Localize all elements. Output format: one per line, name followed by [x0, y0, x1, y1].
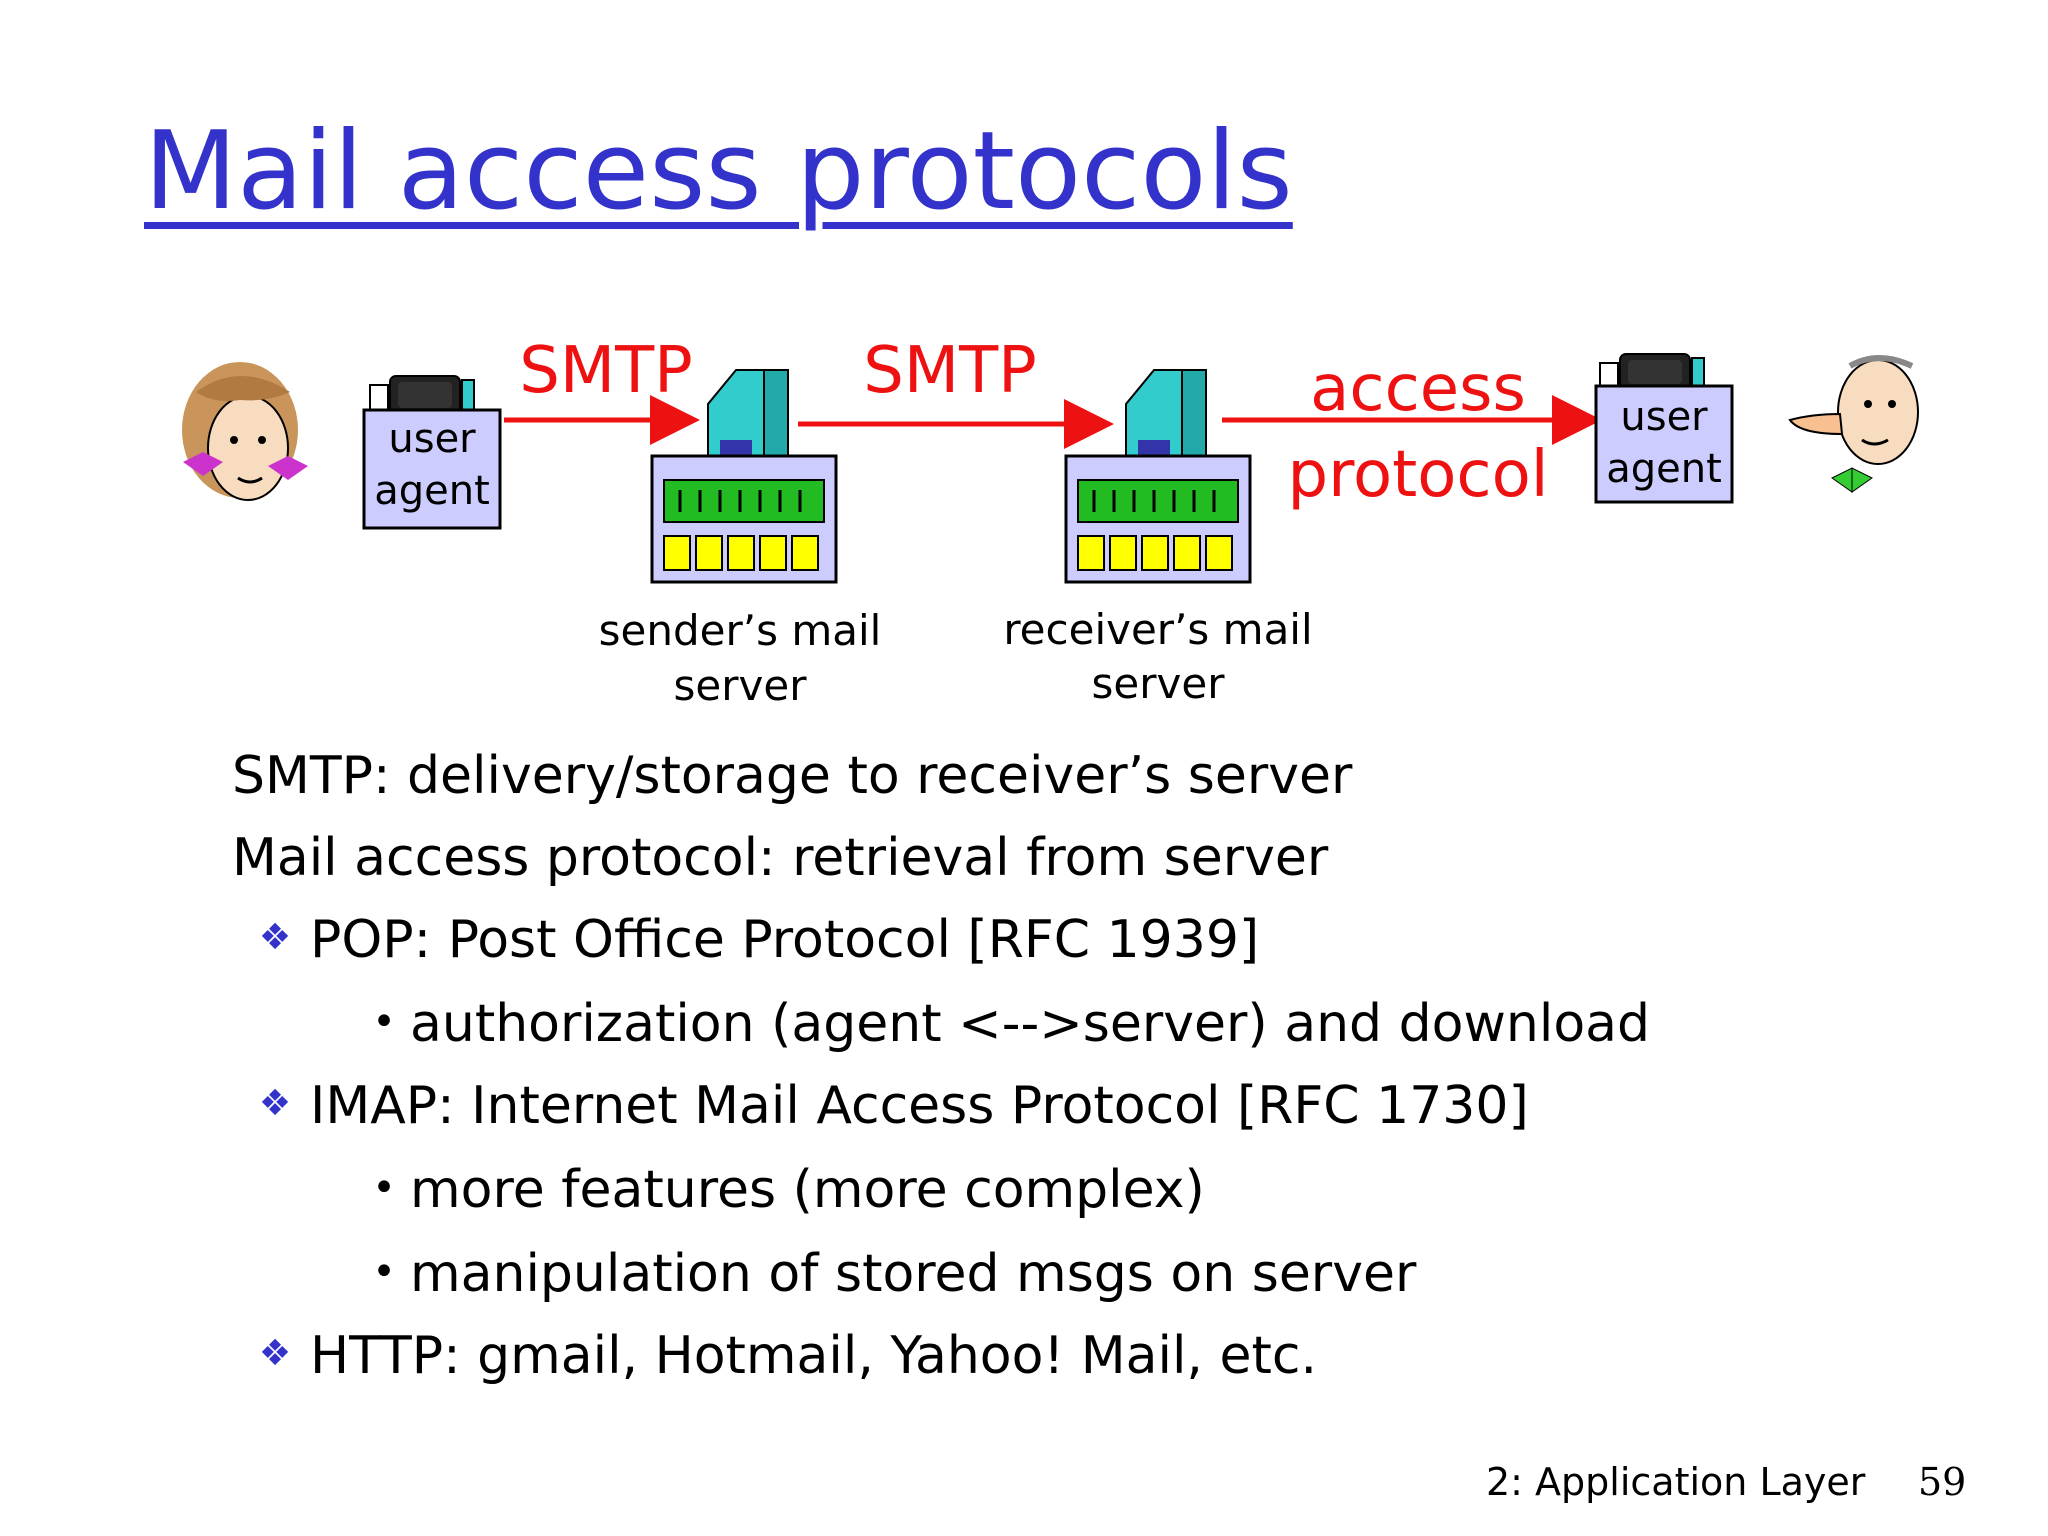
bullet-text: Mail access protocol: retrieval from ser… [232, 828, 1329, 888]
dot-bullet-icon: • [372, 999, 396, 1045]
diamond-bullet-icon: ❖ [258, 1083, 292, 1124]
receiver-person-icon [1788, 355, 1919, 493]
sender-server-label-line1: sender’s mail [599, 606, 882, 655]
receiver-user-agent: user agent [1594, 353, 1734, 504]
bullet-text: more features (more complex) [410, 1160, 1205, 1220]
dot-bullet-icon: • [372, 1249, 396, 1295]
bullet-imap-sub1: •more features (more complex) [358, 1164, 1205, 1216]
sender-user-agent: user agent [362, 375, 502, 530]
sender-agent-label-line2: agent [374, 468, 490, 514]
computer-icon [1599, 353, 1705, 391]
mail-flow-diagram: user agent SMTP sender’s mail server SMT… [182, 334, 1919, 710]
bullet-imap-sub2: •manipulation of stored msgs on server [358, 1248, 1416, 1300]
access-protocol-label-line2: protocol [1287, 438, 1548, 512]
receiver-mail-server-icon [1064, 369, 1252, 584]
bullet-text: manipulation of stored msgs on server [410, 1244, 1417, 1304]
bullet-text: POP: Post Office Protocol [RFC 1939] [310, 910, 1260, 970]
receiver-server-label-line1: receiver’s mail [1003, 605, 1312, 654]
bullet-mail-access: Mail access protocol: retrieval from ser… [232, 832, 1328, 884]
dot-bullet-icon: • [372, 1165, 396, 1211]
bullet-pop-sub: •authorization (agent <-->server) and do… [358, 998, 1650, 1050]
bullet-text: IMAP: Internet Mail Access Protocol [RFC… [310, 1076, 1529, 1136]
receiver-agent-box [1594, 384, 1734, 504]
sender-person-icon [182, 362, 308, 501]
smtp-label-2: SMTP [863, 334, 1037, 408]
diamond-bullet-icon: ❖ [258, 917, 292, 958]
bullet-text: SMTP: delivery/storage to receiver’s ser… [232, 746, 1353, 806]
diamond-bullet-icon: ❖ [258, 1333, 292, 1374]
smtp-label-1: SMTP [519, 334, 693, 408]
sender-agent-box [362, 408, 502, 530]
receiver-agent-label-line2: agent [1606, 446, 1722, 492]
page-number: 59 [1918, 1460, 1967, 1504]
bullet-smtp-delivery: SMTP: delivery/storage to receiver’s ser… [232, 750, 1352, 802]
sender-agent-label-line1: user [388, 416, 476, 462]
receiver-agent-label-line1: user [1620, 394, 1708, 440]
access-protocol-label-line1: access [1310, 352, 1526, 426]
receiver-server-label-line2: server [1092, 659, 1226, 708]
sender-mail-server-icon [650, 369, 838, 584]
bullet-text: authorization (agent <-->server) and dow… [410, 994, 1651, 1054]
bullet-imap: ❖IMAP: Internet Mail Access Protocol [RF… [240, 1080, 1529, 1132]
slide-title: Mail access protocols [144, 109, 1293, 234]
bullet-text: HTTP: gmail, Hotmail, Yahoo! Mail, etc. [310, 1326, 1317, 1386]
footer-chapter: 2: Application Layer [1486, 1460, 1866, 1504]
bullet-pop: ❖POP: Post Office Protocol [RFC 1939] [240, 914, 1259, 966]
bullet-http: ❖HTTP: gmail, Hotmail, Yahoo! Mail, etc. [240, 1330, 1317, 1382]
sender-server-label-line2: server [674, 661, 808, 710]
computer-icon [369, 375, 475, 415]
